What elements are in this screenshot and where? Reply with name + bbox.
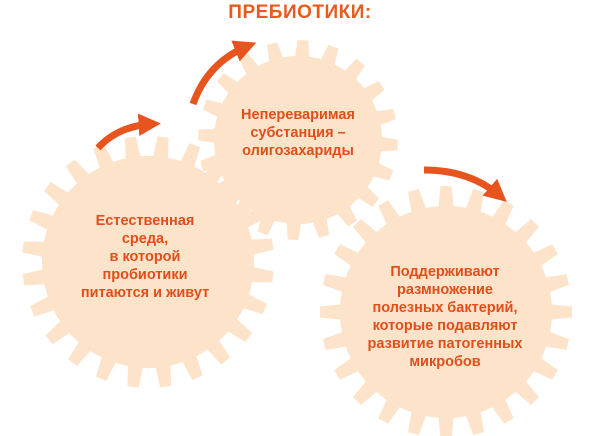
gear-left-line: среда, (121, 231, 169, 247)
gear-left-line: Естественная (95, 213, 195, 229)
arrow-left-top (95, 113, 161, 151)
gear-right-line: размножение (397, 282, 493, 298)
gear-right-line: которые подавляют (372, 318, 518, 334)
arrow-top-middle (189, 40, 257, 106)
gear-right-text: Поддерживают размножение полезных бактер… (355, 263, 535, 371)
diagram-title: ПРЕБИОТИКИ: (228, 2, 372, 23)
gear-left-line: питаются и живут (80, 285, 210, 301)
gear-right-line: развитие патогенных (367, 336, 523, 352)
gear-right-line: Поддерживают (390, 264, 500, 280)
gear-right-line: микробов (409, 354, 481, 370)
gear-top-line: Непереваримая (241, 107, 355, 123)
gear-left-line: в которой (109, 249, 181, 265)
gear-top-line: олигозахариды (242, 143, 354, 159)
arrow-right (423, 166, 507, 202)
gear-top-text: Непереваримая субстанция – олигозахариды (228, 106, 368, 160)
gear-left-shape (22, 136, 274, 388)
gear-right-line: полезных бактерий, (372, 300, 518, 316)
gear-top-line: субстанция – (250, 125, 346, 141)
gear-left-line: пробиотики (102, 267, 188, 283)
gear-left-text: Естественная среда, в которой пробиотики… (70, 212, 220, 302)
gear-right-shape (320, 186, 572, 436)
